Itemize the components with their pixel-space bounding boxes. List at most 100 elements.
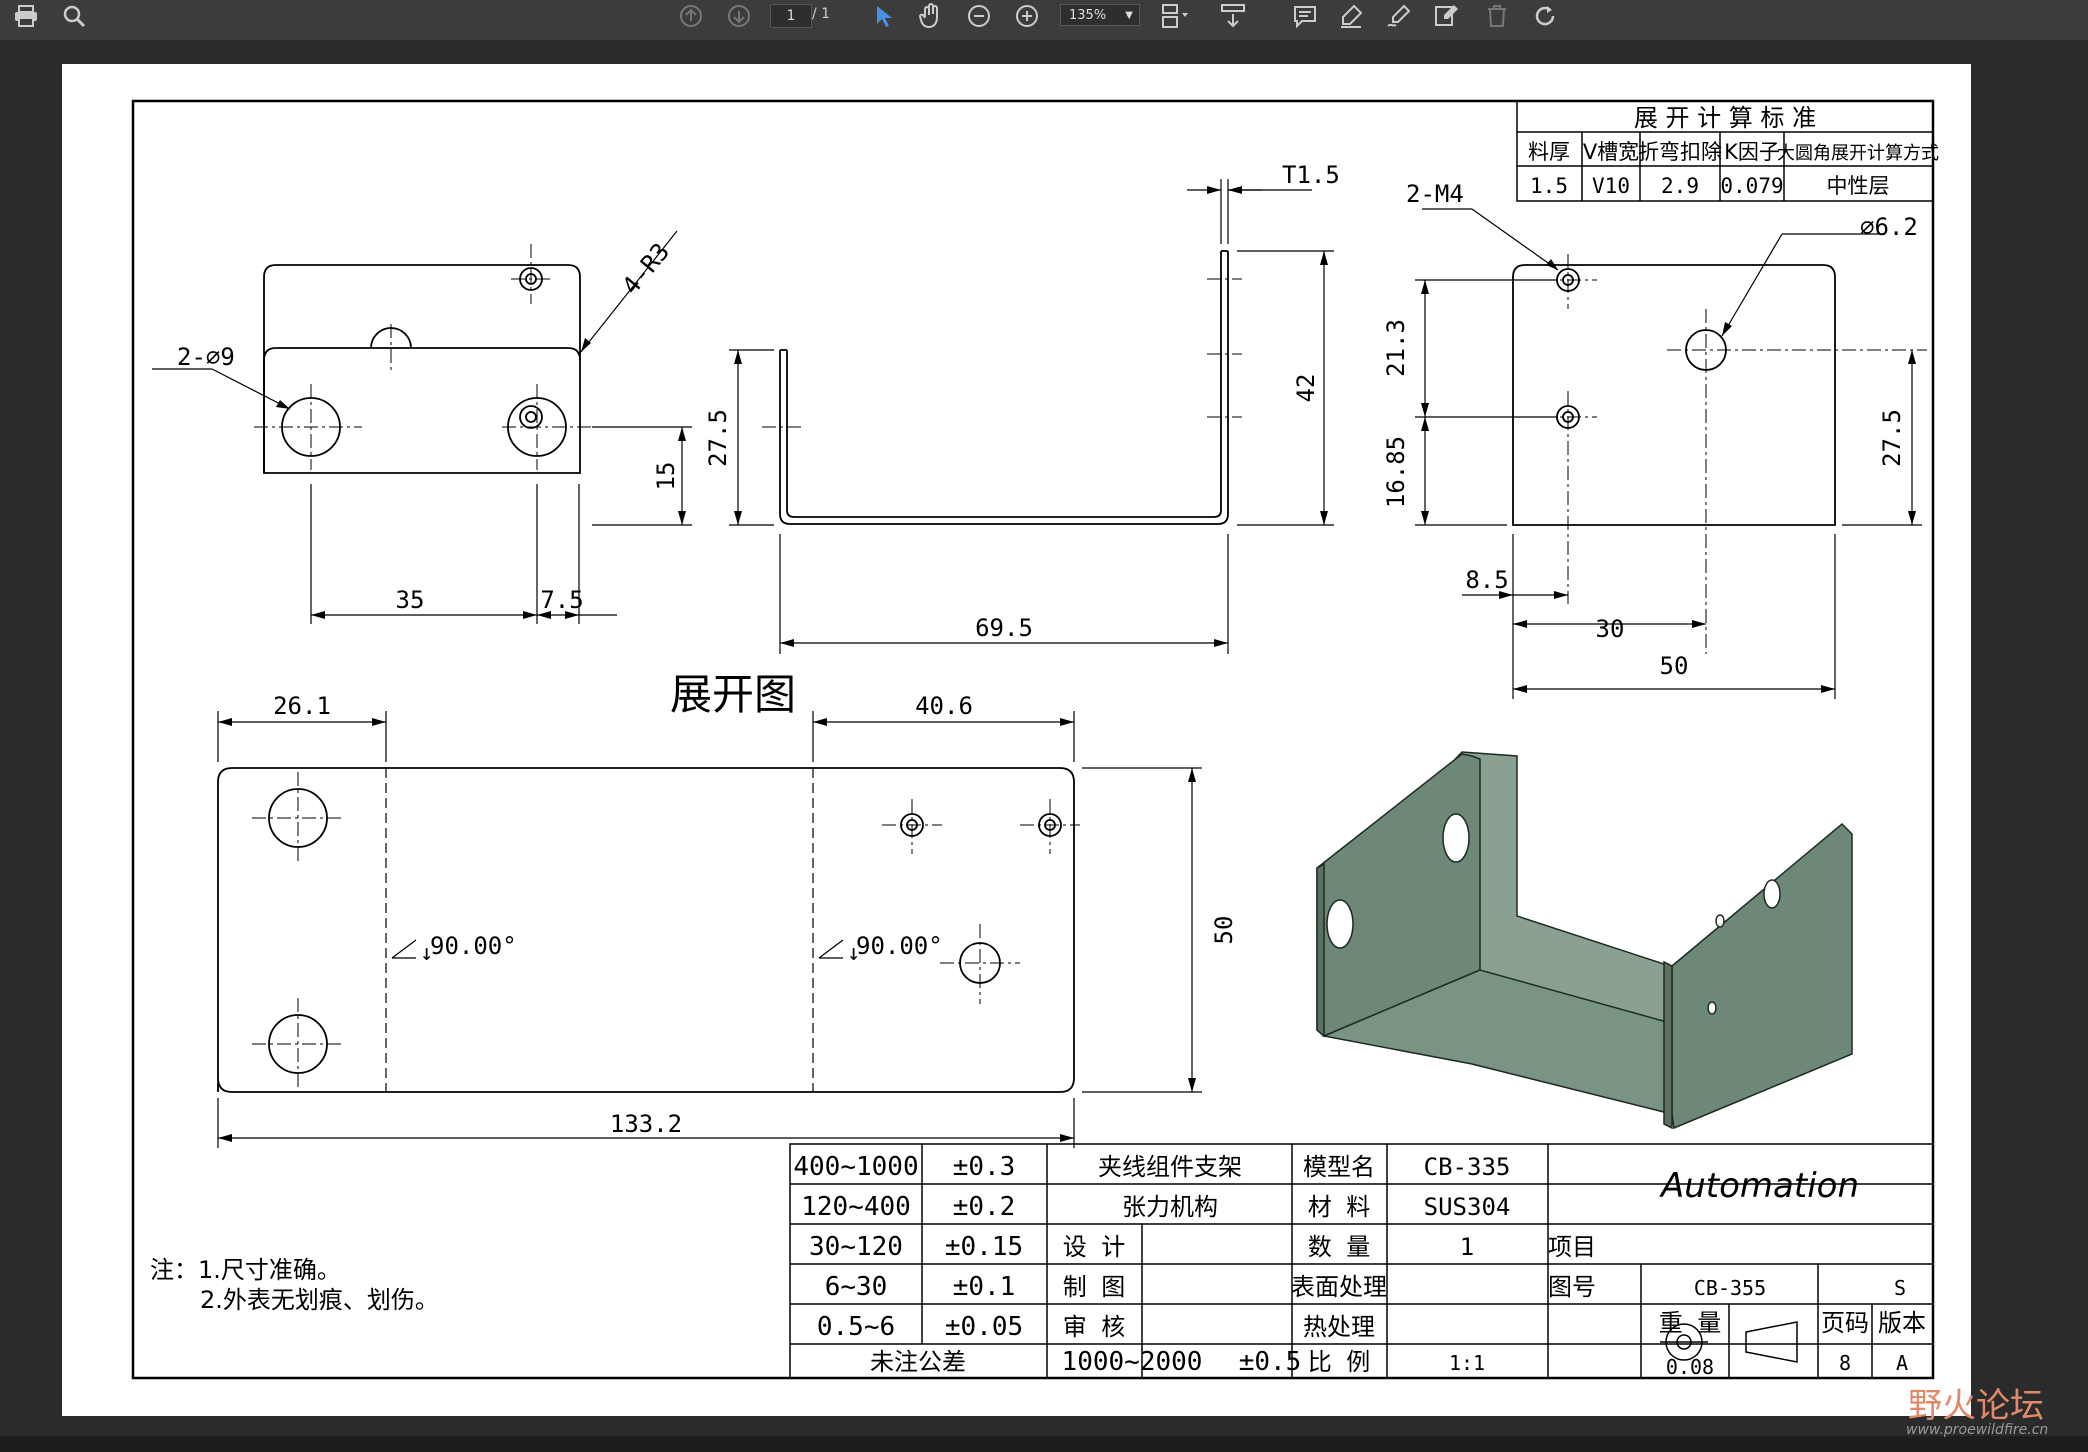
std-header-k-factor: K因子: [1724, 140, 1780, 164]
zoom-in-icon[interactable]: [1012, 0, 1042, 32]
scroll-mode-icon[interactable]: [1216, 0, 1250, 32]
std-table: [1516, 100, 1934, 202]
edit-icon[interactable]: [1432, 0, 1462, 32]
dim-r3: 4-R3: [617, 238, 676, 300]
dim-50-side: 50: [1660, 652, 1689, 680]
tol-value-2: ±0.2: [953, 1192, 1016, 1222]
dim-26-1: 26.1: [273, 692, 331, 720]
scale-label: 比 例: [1308, 1348, 1370, 1376]
std-header-thickness: 料厚: [1528, 140, 1570, 164]
hand-icon[interactable]: [916, 0, 946, 32]
version-value: A: [1896, 1351, 1908, 1375]
iso-3d-view: [1315, 751, 1853, 1130]
version-label: 版本: [1878, 1309, 1926, 1337]
zoom-out-icon[interactable]: [964, 0, 994, 32]
surface-label: 表面处理: [1291, 1273, 1387, 1301]
dim-27-5-side: 27.5: [1878, 409, 1906, 467]
note-line-2: 2.外表无划痕、划伤。: [200, 1286, 439, 1314]
print-icon[interactable]: [10, 0, 42, 32]
side-view: [1512, 264, 1836, 526]
bend-arrow-1-icon: ↓: [420, 941, 433, 966]
pdf-toolbar: 1 / 1 135% ▼: [0, 0, 2088, 40]
comment-icon[interactable]: [1290, 0, 1320, 32]
front-view: [779, 250, 1229, 525]
status-bar: [0, 1436, 2088, 1452]
arrow-down-icon[interactable]: [724, 0, 754, 32]
watermark-brand: 野火论坛: [1908, 1386, 2044, 1426]
watermark-url: www.proewildfire.cn: [1906, 1422, 2049, 1438]
bend-note-2: 90.00°: [856, 932, 943, 960]
dim-69-5: 69.5: [975, 614, 1033, 642]
dim-42: 42: [1292, 374, 1320, 403]
size-value: S: [1894, 1276, 1906, 1300]
weight-value: 0.08: [1666, 1355, 1714, 1379]
zoom-value: 135%: [1069, 8, 1107, 23]
dim-35: 35: [396, 586, 425, 614]
dim-m4: 2-M4: [1406, 180, 1464, 208]
tol-range-2: 120~400: [801, 1192, 911, 1222]
flat-pattern: [217, 767, 1075, 1093]
search-icon[interactable]: [58, 0, 90, 32]
select-pointer-icon[interactable]: [868, 0, 898, 32]
tol-value-4: ±0.1: [953, 1272, 1016, 1302]
review-label: 审 核: [1063, 1313, 1125, 1341]
model-label: 模型名: [1303, 1153, 1375, 1181]
company-name: Automation: [1659, 1166, 1859, 1206]
highlight-icon[interactable]: [1336, 0, 1366, 32]
dim-30: 30: [1596, 615, 1625, 643]
tol-range-1: 400~1000: [793, 1152, 918, 1182]
fit-page-icon[interactable]: [1158, 0, 1192, 32]
std-header-deduction: 折弯扣除: [1638, 140, 1722, 164]
page-count: / 1: [812, 6, 831, 22]
drawing-no-label: 图号: [1548, 1273, 1596, 1301]
delete-icon[interactable]: [1482, 0, 1512, 32]
dim-d9: 2-∅9: [177, 343, 235, 371]
note-line-1: 注：1.尺寸准确。: [150, 1256, 341, 1284]
qty-value: 1: [1460, 1233, 1474, 1261]
dim-t1-5: T1.5: [1282, 161, 1340, 189]
part-name-1: 夹线组件支架: [1098, 1153, 1242, 1181]
heat-label: 热处理: [1303, 1313, 1375, 1341]
pdf-page: 35 7.5 15 4-R3 2-∅9 T1.5 27.5 42 69.5: [62, 64, 1971, 1416]
page-number-input[interactable]: 1: [770, 4, 812, 28]
tol-range-4: 6~30: [825, 1272, 888, 1302]
dim-133-2: 133.2: [610, 1110, 682, 1138]
std-value-thickness: 1.5: [1530, 174, 1568, 198]
tol-footer-label: 未注公差: [870, 1348, 966, 1376]
dim-40-6: 40.6: [915, 692, 973, 720]
tol-value-1: ±0.3: [953, 1152, 1016, 1182]
design-label: 设 计: [1063, 1233, 1125, 1261]
bend-note-1: 90.00°: [430, 932, 517, 960]
bend-arrow-2-icon: ↓: [847, 941, 860, 966]
dim-16-85: 16.85: [1382, 436, 1410, 508]
watermark: 野火论坛 www.proewildfire.cn: [1900, 1378, 2080, 1446]
scale-value: 1:1: [1449, 1351, 1485, 1375]
dim-50-flat: 50: [1210, 916, 1238, 945]
engineering-drawing: 35 7.5 15 4-R3 2-∅9 T1.5 27.5 42 69.5: [131, 99, 1939, 1380]
std-header-method: 大圆角展开计算方式: [1777, 143, 1939, 164]
std-header-v-width: V槽宽: [1583, 140, 1639, 164]
tol-range-5: 0.5~6: [817, 1312, 895, 1342]
tol-range-3: 30~120: [809, 1232, 903, 1262]
chevron-down-icon: ▼: [1125, 10, 1133, 21]
project-label: 项目: [1548, 1233, 1596, 1261]
dim-27-5-front: 27.5: [704, 409, 732, 467]
std-value-deduction: 2.9: [1661, 174, 1699, 198]
tol-value-5: ±0.05: [945, 1312, 1023, 1342]
drawn-label: 制 图: [1063, 1273, 1125, 1301]
arrow-up-icon[interactable]: [676, 0, 706, 32]
drawing-no-value: CB-355: [1694, 1276, 1766, 1300]
dim-15: 15: [652, 462, 680, 491]
flat-title: 展开图: [670, 670, 796, 719]
dim-7-5: 7.5: [540, 586, 583, 614]
material-label: 材 料: [1308, 1193, 1370, 1221]
page-label: 页码: [1821, 1309, 1869, 1337]
page-value: 8: [1839, 1351, 1851, 1375]
std-value-k-factor: 0.079: [1720, 174, 1783, 198]
qty-label: 数 量: [1308, 1233, 1370, 1261]
sign-icon[interactable]: [1384, 0, 1414, 32]
rotate-icon[interactable]: [1530, 0, 1560, 32]
dim-21-3: 21.3: [1382, 319, 1410, 377]
std-table-title: 展 开 计 算 标 准: [1634, 104, 1816, 132]
zoom-select[interactable]: 135% ▼: [1060, 4, 1140, 26]
